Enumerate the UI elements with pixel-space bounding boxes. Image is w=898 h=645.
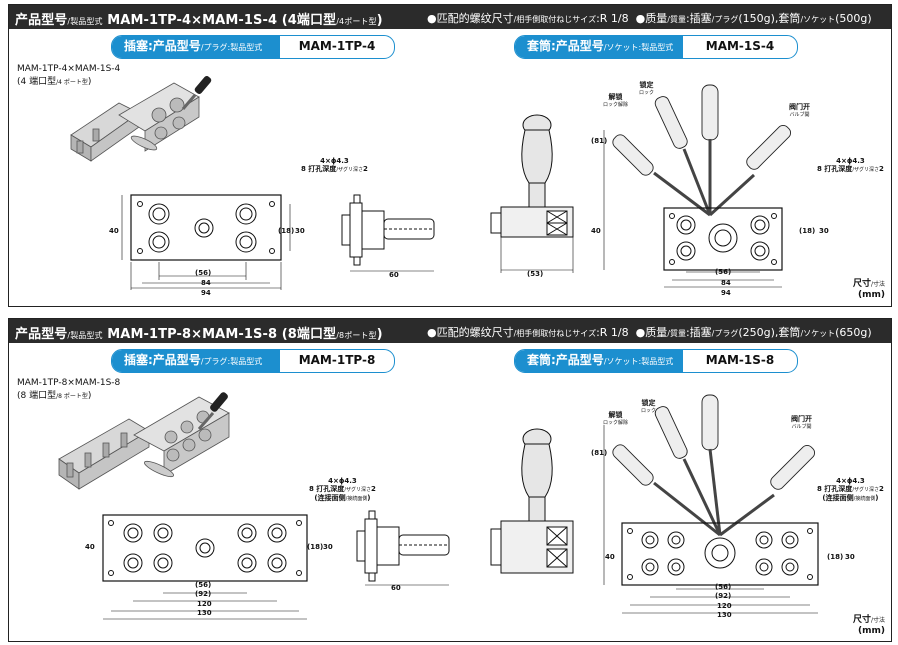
plug-front-view xyxy=(102,514,308,620)
section-specs: ●匹配的螺纹尺寸/相手側取付ねじサイズ:R 1/8 ●质量/質量:插塞/プラグ(… xyxy=(427,12,872,25)
photo-caption: MAM-1TP-8×MAM-1S-8 (8 端口型/8 ポート型) xyxy=(17,378,121,401)
plug-model: MAM-1TP-4 xyxy=(298,39,376,53)
dim-56: (56) xyxy=(195,269,212,277)
plug-label: 插塞:产品型号/プラグ:製品型式 xyxy=(112,36,280,58)
plug-front-view xyxy=(121,194,291,290)
product-photo xyxy=(58,392,230,490)
plug-model-pill: 插塞:产品型号/プラグ:製品型式 MAM-1TP-8 xyxy=(111,349,395,373)
section-specs: ●匹配的螺纹尺寸/相手側取付ねじサイズ:R 1/8 ●质量/質量:插塞/プラグ(… xyxy=(427,326,872,339)
socket-hole-note: 4×ϕ4.3 8 打孔深度/ザグリ深さ2 xyxy=(817,157,884,173)
dim-socket-120: 120 xyxy=(717,602,732,610)
dim-60: 60 xyxy=(389,271,399,279)
dim-socket-40: 40 xyxy=(605,553,615,561)
valve-open-label: 阀门开バルブ開 xyxy=(789,103,810,118)
dim-socket-40: 40 xyxy=(591,227,601,235)
unit-note: 尺寸/寸法 (mm) xyxy=(852,279,885,300)
dim-60: 60 xyxy=(391,584,401,592)
dim-height-40: 40 xyxy=(109,227,119,235)
socket-label: 套筒:产品型号/ソケット:製品型式 xyxy=(515,36,683,58)
lock-label: 锁定ロック xyxy=(639,81,655,96)
unlock-label: 解锁ロック解除 xyxy=(603,411,629,426)
dim-30: 30 xyxy=(323,543,333,551)
socket-model-pill: 套筒:产品型号/ソケット:製品型式 MAM-1S-4 xyxy=(514,35,798,59)
unlock-label: 解锁ロック解除 xyxy=(603,93,629,108)
socket-label: 套筒:产品型号/ソケット:製品型式 xyxy=(515,350,683,372)
plug-side-view xyxy=(356,510,450,586)
section-header: 产品型号/製品型式 MAM-1TP-8×MAM-1S-8 (8端口型/8ポート型… xyxy=(9,319,891,343)
valve-open-label: 阀门开バルブ開 xyxy=(791,415,812,430)
socket-side-view xyxy=(490,428,574,574)
socket-model: MAM-1S-8 xyxy=(705,353,775,367)
dim-socket-30: 30 xyxy=(845,553,855,561)
plug-side-view xyxy=(341,194,435,272)
dim-130: 130 xyxy=(197,609,212,617)
dim-socket-84: 84 xyxy=(721,279,731,287)
section-title: 产品型号/製品型式 MAM-1TP-8×MAM-1S-8 (8端口型/8ポート型… xyxy=(15,327,383,342)
dim-18: (18) xyxy=(307,543,324,551)
dim-socket-56: (56) xyxy=(715,583,732,591)
unit-note: 尺寸/寸法 (mm) xyxy=(852,615,885,636)
dim-socket-30: 30 xyxy=(819,227,829,235)
socket-model: MAM-1S-4 xyxy=(705,39,775,53)
dim-socket-18: (18) xyxy=(827,553,844,561)
dim-81: (81) xyxy=(591,449,608,457)
photo-caption: MAM-1TP-4×MAM-1S-4 (4 端口型/4 ポート型) xyxy=(17,64,121,87)
plug-model: MAM-1TP-8 xyxy=(298,353,376,367)
dim-92: (92) xyxy=(195,590,212,598)
dim-socket-130: 130 xyxy=(717,611,732,619)
product-photo xyxy=(70,75,212,162)
dim-30: 30 xyxy=(295,227,305,235)
socket-side-view xyxy=(490,114,574,273)
section-header: 产品型号/製品型式 MAM-1TP-4×MAM-1S-4 (4端口型/4ポート型… xyxy=(9,5,891,29)
lock-label: 锁定ロック xyxy=(641,399,657,414)
dim-18: (18) xyxy=(278,227,295,235)
socket-hole-note: 4×ϕ4.3 8 打孔深度/ザグリ深さ2 (连接面侧/接続面側) xyxy=(817,477,884,502)
dim-56: (56) xyxy=(195,581,212,589)
dim-53: (53) xyxy=(527,270,544,278)
dim-socket-92: (92) xyxy=(715,592,732,600)
dim-84: 84 xyxy=(201,279,211,287)
dim-socket-56: (56) xyxy=(715,268,732,276)
dim-socket-18: (18) xyxy=(799,227,816,235)
dim-81: (81) xyxy=(591,137,608,145)
socket-model-pill: 套筒:产品型号/ソケット:製品型式 MAM-1S-8 xyxy=(514,349,798,373)
section-mam-1tp-4: 产品型号/製品型式 MAM-1TP-4×MAM-1S-4 (4端口型/4ポート型… xyxy=(8,4,892,307)
dim-socket-94: 94 xyxy=(721,289,731,297)
plug-model-pill: 插塞:产品型号/プラグ:製品型式 MAM-1TP-4 xyxy=(111,35,395,59)
dim-120: 120 xyxy=(197,600,212,608)
section-title: 产品型号/製品型式 MAM-1TP-4×MAM-1S-4 (4端口型/4ポート型… xyxy=(15,13,383,28)
socket-front-view xyxy=(603,394,819,614)
dim-94: 94 xyxy=(201,289,211,297)
section-mam-1tp-8: 产品型号/製品型式 MAM-1TP-8×MAM-1S-8 (8端口型/8ポート型… xyxy=(8,318,892,642)
plug-label: 插塞:产品型号/プラグ:製品型式 xyxy=(112,350,280,372)
hole-note: 4×ϕ4.3 8 打孔深度/ザグリ深さ2 xyxy=(301,157,368,173)
hole-note: 4×ϕ4.3 8 打孔深度/ザグリ深さ2 (连接面侧/接続面側) xyxy=(309,477,376,502)
socket-front-view xyxy=(603,84,792,288)
dim-height-40: 40 xyxy=(85,543,95,551)
